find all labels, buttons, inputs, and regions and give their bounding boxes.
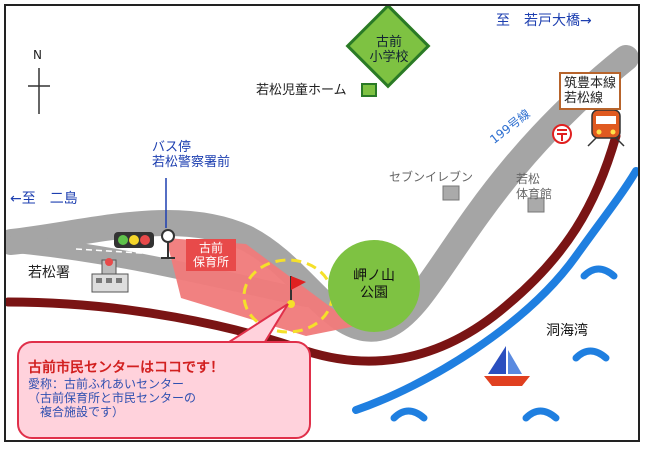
north-label: N bbox=[33, 48, 42, 62]
callout-title: 古前市民センターはココです！ bbox=[28, 360, 224, 376]
post-office-icon bbox=[552, 124, 572, 144]
bus-stop-label: バス停 若松警察署前 bbox=[152, 140, 231, 170]
callout-line-3: 複合施設です） bbox=[28, 405, 125, 419]
park-label: 岬ノ山 公園 bbox=[353, 268, 395, 301]
road-center-line bbox=[75, 248, 157, 255]
jido-home-label: 若松児童ホーム bbox=[256, 83, 347, 98]
police-label: 若松署 bbox=[28, 265, 70, 281]
police-station-icon bbox=[91, 258, 129, 293]
gym-marker bbox=[527, 197, 545, 213]
map-frame: 古前 小学校 N 至 若戸大橋→ ←至 二島 若松児童ホーム バス停 若松警察署… bbox=[4, 4, 640, 442]
jido-home-marker bbox=[361, 83, 377, 97]
callout-line-1: 愛称：古前ふれあいセンター bbox=[28, 377, 185, 391]
railway-line bbox=[6, 131, 621, 366]
gym-label: 若松 体育館 bbox=[516, 172, 553, 201]
school-label: 古前 小学校 bbox=[369, 35, 409, 65]
coastline bbox=[352, 167, 638, 414]
rail-line-label: 筑豊本線 若松線 bbox=[559, 72, 622, 110]
seven-eleven-marker bbox=[442, 185, 460, 201]
map-canvas bbox=[6, 45, 638, 439]
seven-eleven-label: セブンイレブン bbox=[389, 170, 474, 184]
north-arrow-icon bbox=[28, 68, 50, 114]
to-wakato-label: 至 若戸大橋→ bbox=[496, 13, 592, 29]
flag-icon bbox=[287, 276, 306, 308]
park-area bbox=[328, 240, 420, 332]
to-futajima-label: ←至 二島 bbox=[10, 191, 78, 207]
sailboat-icon bbox=[484, 346, 530, 386]
callout-line-2: （古前保育所と市民センターの bbox=[28, 391, 197, 405]
hoikusho-label: 古前 保育所 bbox=[186, 239, 236, 271]
callout-content: 古前市民センターはココです！ 愛称：古前ふれあいセンター （古前保育所と市民セン… bbox=[28, 359, 298, 419]
traffic-light-icon bbox=[114, 232, 154, 248]
bay-label: 洞海湾 bbox=[546, 323, 588, 339]
wave-icon bbox=[390, 265, 618, 422]
train-icon bbox=[587, 109, 625, 147]
callout-bubble bbox=[17, 341, 311, 439]
bus-stop-icon bbox=[161, 178, 175, 259]
